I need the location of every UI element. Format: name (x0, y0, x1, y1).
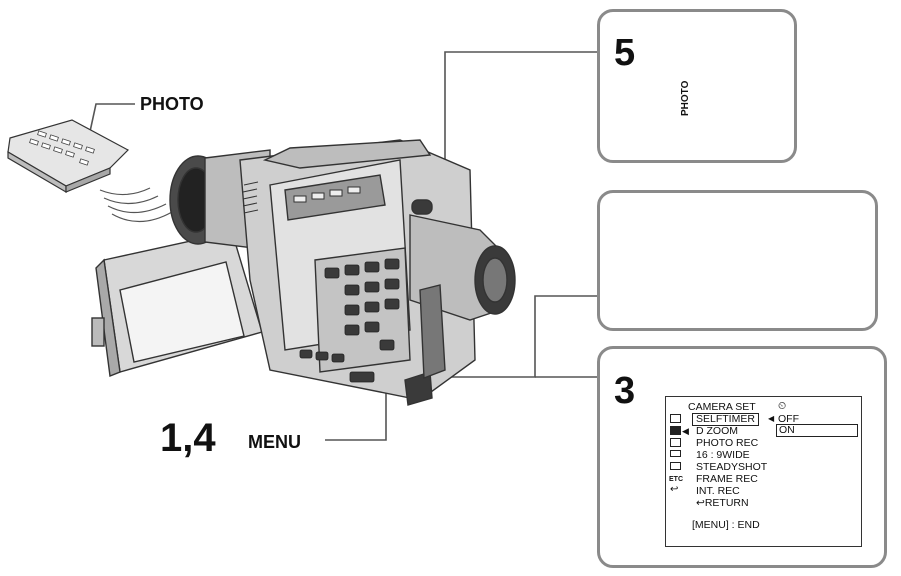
menu-icon-camera-selected (670, 426, 681, 435)
menu-icon-tape (670, 462, 681, 470)
step5-panel (597, 9, 797, 163)
menu-option-off[interactable]: OFF (778, 413, 799, 425)
menu-item-frame-rec[interactable]: FRAME REC (696, 473, 758, 485)
menu-icon-etc: ETC (669, 476, 683, 483)
step5-leader-line (444, 51, 598, 205)
menu-item-return-label: RETURN (704, 497, 749, 509)
photo-callout-label: PHOTO (140, 94, 204, 114)
menu-pointer-icon: ◀ (682, 426, 689, 436)
menu-screen: ◀ ETC ↩ CAMERA SET ⏲ SELFTIMER ◀ OFF ON … (665, 396, 862, 547)
menu-item-int-rec[interactable]: INT. REC (696, 485, 740, 497)
menu-item-selftimer[interactable]: SELFTIMER (692, 413, 759, 426)
menu-option-on[interactable]: ON (776, 424, 858, 437)
menu-icon-return: ↩ (670, 484, 679, 495)
menu-item-steadyshot[interactable]: STEADYSHOT (696, 461, 768, 473)
menu-timer-icon: ⏲ (778, 400, 787, 412)
remote-commander (7, 119, 129, 194)
dial-panel (597, 190, 878, 331)
menu-callout-label: MENU (248, 432, 301, 452)
menu-item-dzoom[interactable]: D ZOOM (696, 425, 738, 437)
menu-title: CAMERA SET (688, 401, 756, 413)
menu-footer: [MENU] : END (692, 519, 760, 531)
menu-icon-manual (670, 414, 681, 423)
step5-number: 5 (614, 32, 636, 74)
return-arrow-icon: ↩ (696, 497, 705, 509)
remote-signal-arcs (99, 187, 173, 223)
menu-item-photo-rec[interactable]: PHOTO REC (696, 437, 759, 449)
camera-photo-button (411, 199, 433, 215)
menu-item-16-9wide[interactable]: 16 : 9WIDE (696, 449, 750, 461)
menu-icon-memory (670, 438, 681, 447)
menu-option-pointer-icon: ◀ (768, 414, 775, 423)
lcd-panel (91, 231, 263, 377)
photo-button-label: PHOTO (680, 80, 691, 116)
menu-icon-lcd (670, 450, 681, 457)
menu-step-number: 1,4 (160, 416, 216, 460)
step3-number: 3 (614, 370, 636, 412)
camcorder-body (169, 139, 516, 406)
menu-item-return[interactable]: ↩RETURN (696, 497, 749, 509)
dial-leader-line (420, 295, 598, 378)
